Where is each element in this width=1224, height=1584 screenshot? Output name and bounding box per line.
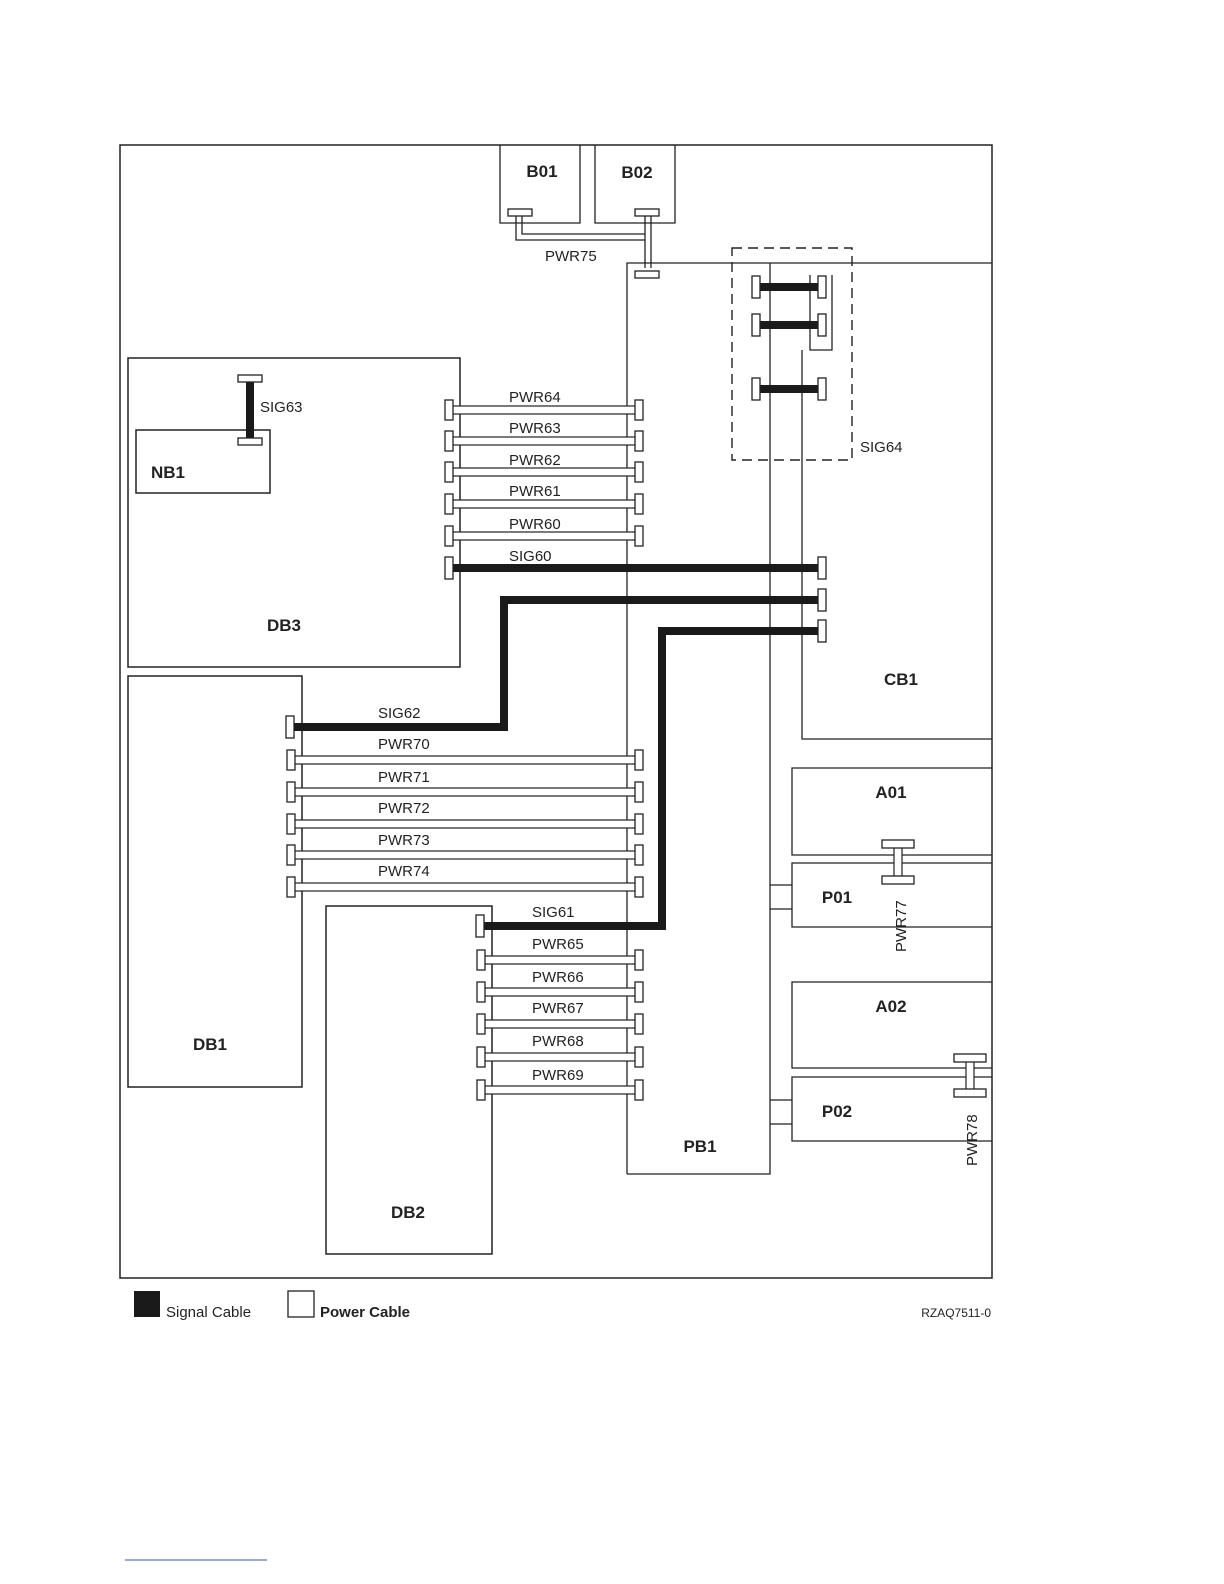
figure-id: RZAQ7511-0	[921, 1306, 991, 1320]
cable-pwr62: PWR62	[445, 452, 643, 482]
cable-pwr66: PWR66	[477, 969, 643, 1002]
cable-sig64: SIG64	[732, 248, 903, 460]
cable-pwr67: PWR67	[477, 1000, 643, 1034]
cable-pwr70: PWR70	[287, 736, 643, 770]
cable-pwr65: PWR65	[477, 936, 643, 970]
cable-pwr73: PWR73	[287, 832, 643, 865]
cable-pwr75: PWR75	[508, 209, 659, 278]
pwr74-label: PWR74	[378, 863, 430, 880]
pb1-right-edge	[627, 263, 770, 1174]
pwr63-label: PWR63	[509, 420, 561, 437]
pwr77-label: PWR77	[893, 900, 910, 952]
legend-power-label: Power Cable	[320, 1304, 410, 1321]
db1-label: DB1	[193, 1035, 227, 1054]
legend-power-swatch	[288, 1291, 314, 1317]
cable-pwr60: PWR60	[445, 516, 643, 546]
pwr70-label: PWR70	[378, 736, 430, 753]
pwr62-label: PWR62	[509, 452, 561, 469]
pb1-outline	[627, 263, 992, 1174]
legend-signal-swatch	[134, 1291, 160, 1317]
pwr61-label: PWR61	[509, 483, 561, 500]
a02-label: A02	[875, 997, 906, 1016]
nb1-label: NB1	[151, 463, 185, 482]
sig64-label: SIG64	[860, 439, 903, 456]
pwr68-label: PWR68	[532, 1033, 584, 1050]
pwr67-label: PWR67	[532, 1000, 584, 1017]
pwr75-label: PWR75	[545, 248, 597, 265]
component-db2: DB2	[326, 906, 492, 1254]
pwr60-label: PWR60	[509, 516, 561, 533]
cable-sig60: SIG60	[445, 548, 826, 579]
legend: Signal Cable Power Cable	[134, 1291, 410, 1321]
pwr78-label: PWR78	[964, 1114, 981, 1166]
cb1-label: CB1	[884, 670, 918, 689]
pwr65-label: PWR65	[532, 936, 584, 953]
pwr72-label: PWR72	[378, 800, 430, 817]
a01-label: A01	[875, 783, 906, 802]
db3-label: DB3	[267, 616, 301, 635]
cable-pwr77: PWR77	[882, 840, 914, 952]
sig60-label: SIG60	[509, 548, 552, 565]
sig62-label: SIG62	[378, 705, 421, 722]
cable-pwr64: PWR64	[445, 389, 643, 420]
sig61-label: SIG61	[532, 904, 575, 921]
cable-pwr78: PWR78	[954, 1054, 986, 1166]
pb1-label: PB1	[683, 1137, 716, 1156]
legend-signal-label: Signal Cable	[166, 1304, 251, 1321]
db2-label: DB2	[391, 1203, 425, 1222]
component-p01: P01	[770, 863, 992, 927]
pwr69-label: PWR69	[532, 1067, 584, 1084]
cable-pwr63: PWR63	[445, 420, 643, 451]
pwr71-label: PWR71	[378, 769, 430, 786]
b01-label: B01	[526, 162, 557, 181]
cable-pwr68: PWR68	[477, 1033, 643, 1067]
component-db1: DB1	[128, 676, 302, 1087]
b02-label: B02	[621, 163, 652, 182]
pwr64-label: PWR64	[509, 389, 561, 406]
cable-pwr74: PWR74	[287, 863, 643, 897]
component-p02: P02	[770, 1077, 992, 1141]
pwr73-label: PWR73	[378, 832, 430, 849]
cable-pwr61: PWR61	[445, 483, 643, 514]
p01-label: P01	[822, 888, 852, 907]
cable-pwr69: PWR69	[477, 1067, 643, 1100]
p02-label: P02	[822, 1102, 852, 1121]
sig63-label: SIG63	[260, 399, 303, 416]
cable-pwr72: PWR72	[287, 800, 643, 834]
cable-pwr71: PWR71	[287, 769, 643, 802]
pwr66-label: PWR66	[532, 969, 584, 986]
